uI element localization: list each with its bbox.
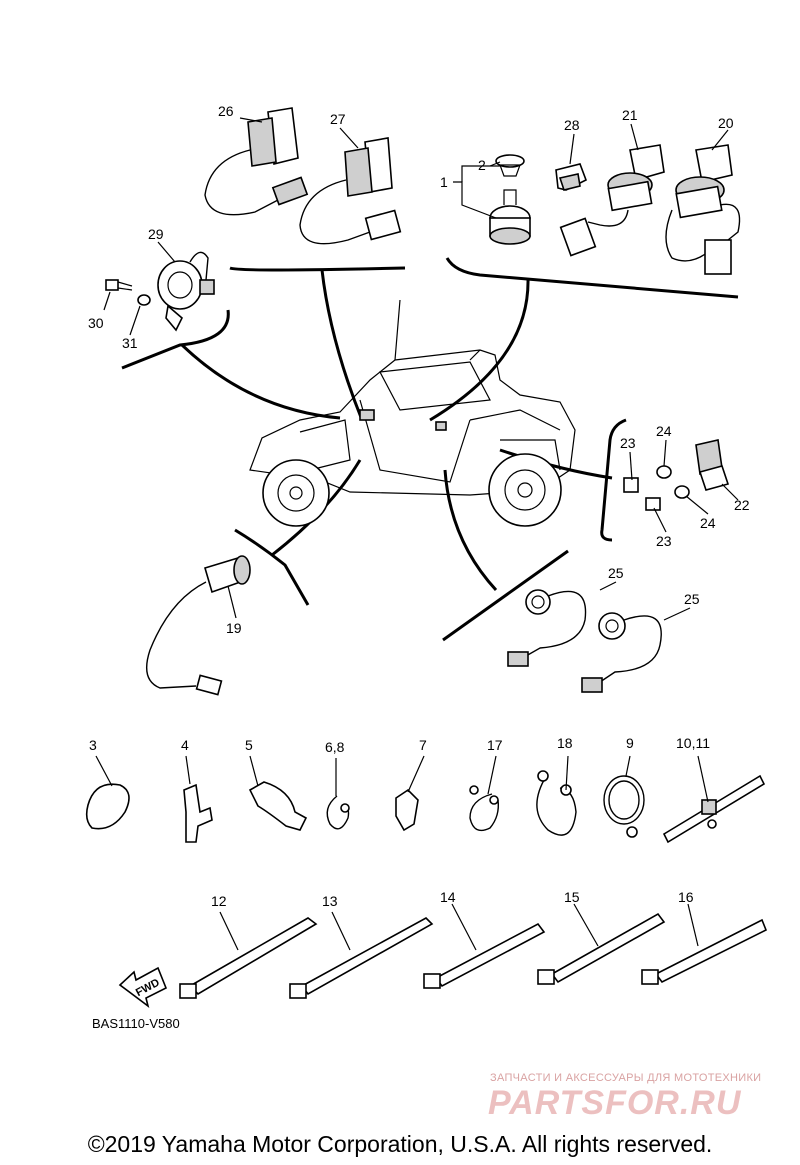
clamp-row [85, 770, 766, 844]
callout-2: 2 [478, 157, 486, 173]
switch-21 [559, 144, 665, 257]
cable-tie-row [118, 912, 768, 1008]
callout-13: 13 [322, 893, 338, 909]
sensor-22 [623, 439, 730, 511]
switch-20 [665, 144, 741, 275]
callout-14: 14 [440, 889, 456, 905]
callout-22: 22 [734, 497, 750, 513]
callout-19: 19 [226, 620, 242, 636]
callout-12: 12 [211, 893, 227, 909]
callout-17: 17 [487, 737, 503, 753]
callout-24a: 24 [656, 423, 672, 439]
callout-6-8: 6,8 [325, 739, 345, 755]
fwd-arrow [118, 966, 168, 1008]
callout-5: 5 [245, 737, 253, 753]
horn-29 [105, 251, 215, 332]
callout-16: 16 [678, 889, 694, 905]
switch-25a [507, 589, 587, 667]
callout-30: 30 [88, 315, 104, 331]
switch-26 [204, 107, 309, 216]
watermark-logo: PARTSFOR.RU [488, 1084, 742, 1122]
copyright-notice: ©2019 Yamaha Motor Corporation, U.S.A. A… [87, 1131, 713, 1157]
callout-24b: 24 [700, 515, 716, 531]
callout-25b: 25 [684, 591, 700, 607]
callout-23b: 23 [656, 533, 672, 549]
callout-15: 15 [564, 889, 580, 905]
group-brackets [121, 257, 739, 642]
callout-31: 31 [122, 335, 138, 351]
callout-18: 18 [557, 735, 573, 751]
indicator-28 [555, 163, 588, 191]
callout-20: 20 [718, 115, 734, 131]
switch-27 [299, 137, 402, 245]
callout-3: 3 [89, 737, 97, 753]
callout-10-11: 10,11 [676, 735, 710, 751]
callout-25a: 25 [608, 565, 624, 581]
watermark-tagline: ЗАПЧАСТИ И АКСЕССУАРЫ ДЛЯ МОТОТЕХНИКИ [490, 1072, 762, 1084]
callout-26: 26 [218, 103, 234, 119]
main-switch-1 [489, 154, 531, 245]
callout-28: 28 [564, 117, 580, 133]
callout-7: 7 [419, 737, 427, 753]
callout-27: 27 [330, 111, 346, 127]
callout-29: 29 [148, 226, 164, 242]
utv-vehicle [249, 299, 576, 527]
callout-1: 1 [440, 174, 448, 190]
socket-19 [146, 555, 251, 696]
leader-lines [95, 117, 739, 951]
callout-9: 9 [626, 735, 634, 751]
callout-21: 21 [622, 107, 638, 123]
drawing-code: BAS1110-V580 [92, 1016, 180, 1031]
switch-25b [581, 612, 662, 693]
callout-4: 4 [181, 737, 189, 753]
callout-23a: 23 [620, 435, 636, 451]
callout-labels: 26 27 28 21 20 2 1 29 30 31 23 24 22 24 … [88, 103, 750, 1031]
